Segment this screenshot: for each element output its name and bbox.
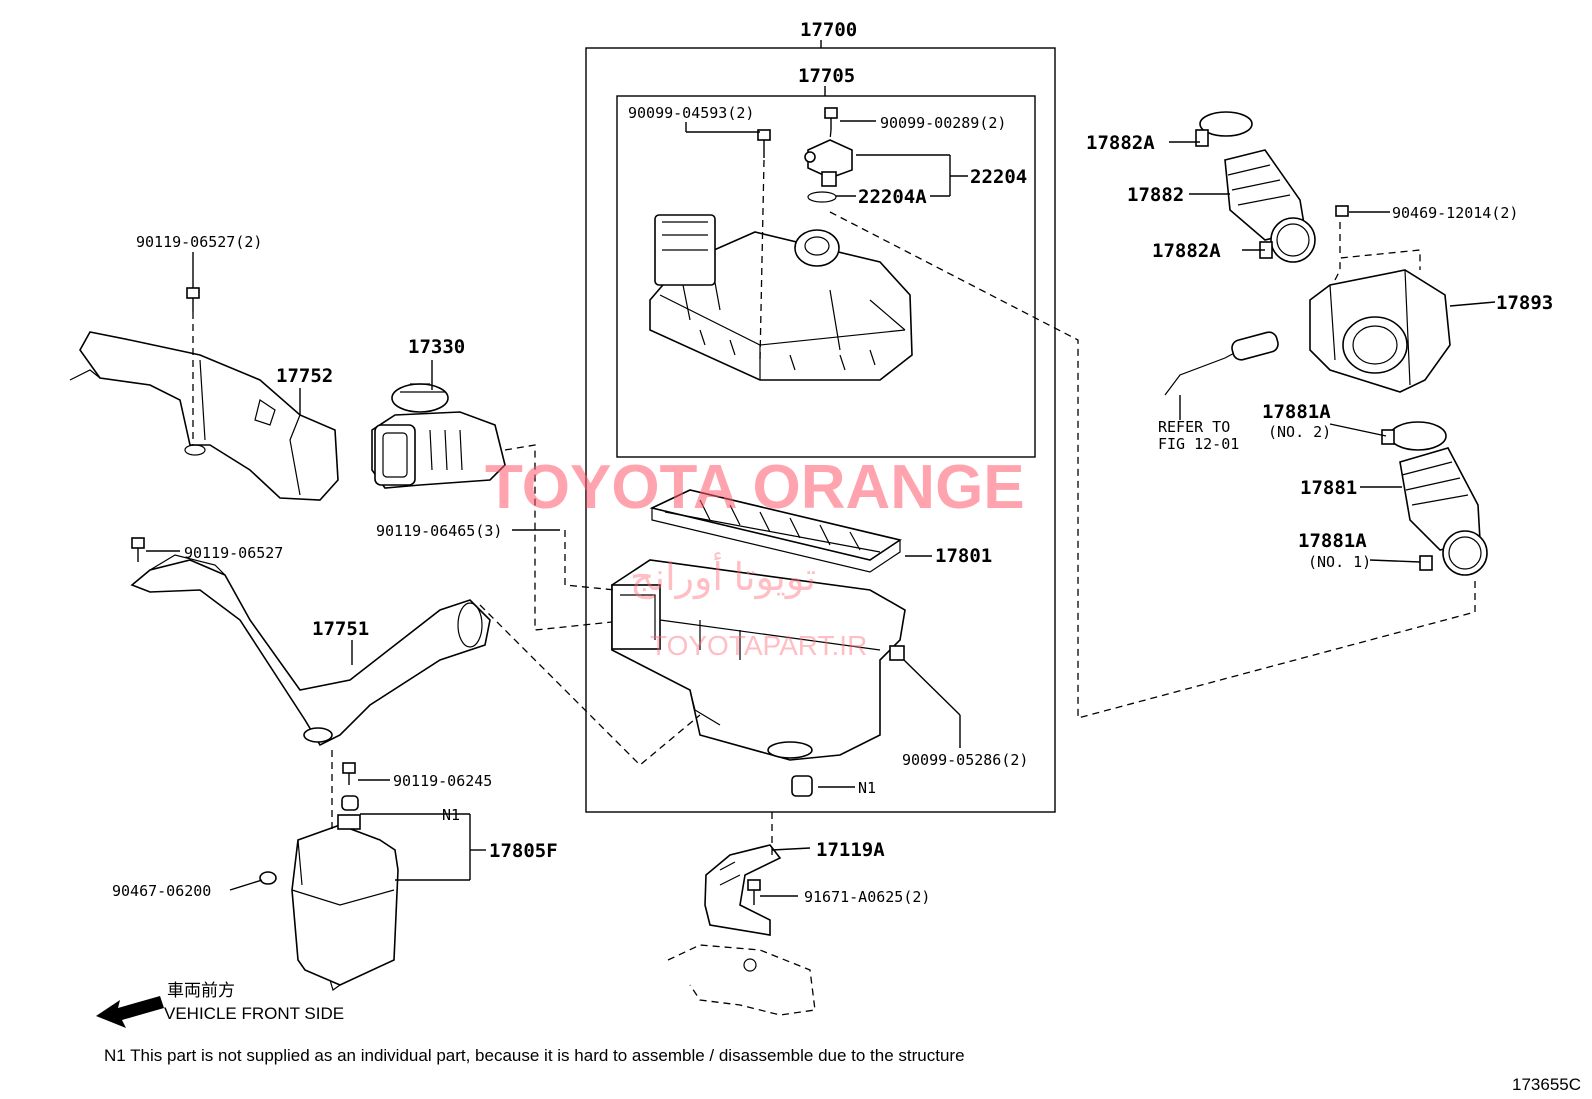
label-refer: REFER TO [1158, 418, 1230, 436]
label-17881A-bottom-note: (NO. 1) [1308, 553, 1371, 571]
screw-90099-04593 [757, 129, 771, 158]
label-90119-06527-2: 90119-06527(2) [136, 233, 262, 251]
duct-17752 [69, 331, 339, 501]
label-17330: 17330 [408, 336, 465, 358]
label-17882A-bottom: 17882A [1152, 240, 1221, 262]
clamp-17882A-bottom [1259, 217, 1316, 263]
body-panel-sketch [667, 944, 816, 1016]
bracket-17119A [704, 844, 782, 936]
watermark-main: TOYOTA ORANGE [485, 453, 1025, 522]
label-90119-06245: 90119-06245 [393, 772, 492, 790]
label-22204: 22204 [970, 166, 1027, 188]
label-90099-05286: 90099-05286(2) [902, 751, 1028, 769]
label-17805F: 17805F [489, 840, 558, 862]
label-17801: 17801 [935, 545, 992, 567]
label-91671-A0625: 91671-A0625(2) [804, 888, 930, 906]
air-cleaner-case [611, 559, 906, 761]
clamp-17881A-bottom [1419, 530, 1488, 576]
grommet-90099-05286 [889, 645, 905, 661]
air-cleaner-cap [649, 214, 913, 381]
label-90119-06527: 90119-06527 [184, 544, 283, 562]
clamp-17882A-top [1195, 111, 1253, 147]
duct-17751 [130, 554, 491, 747]
label-n1-resonator: N1 [442, 806, 460, 824]
label-17881A-bottom: 17881A [1298, 530, 1367, 552]
clip-90469-12014 [1335, 205, 1349, 217]
bolt-90119-06527 [131, 537, 145, 562]
watermark-arabic: تويوتا أورانج [630, 552, 816, 600]
watermark-site: TOYOTAPART.IR [650, 630, 867, 661]
label-17881A-top-note: (NO. 2) [1268, 423, 1331, 441]
hose-to-fig-12-01 [1164, 331, 1279, 396]
label-90119-06465: 90119-06465(3) [376, 522, 502, 540]
label-90469-12014: 90469-12014(2) [1392, 204, 1518, 222]
grommet-n1-case [791, 775, 813, 797]
subassembly-box-17705 [616, 95, 1036, 458]
label-17119A: 17119A [816, 839, 885, 861]
clip-90467-06200 [259, 871, 277, 885]
bolt-90119-06527-2 [186, 287, 200, 312]
screw-90099-00289 [824, 107, 838, 130]
label-refer-fig: FIG 12-01 [1158, 435, 1239, 453]
label-17882A-top: 17882A [1086, 132, 1155, 154]
leader-lines [146, 120, 1496, 897]
label-17751: 17751 [312, 618, 369, 640]
footnote-n1: N1 This part is not supplied as an indiv… [104, 1046, 965, 1065]
label-front-en: VEHICLE FRONT SIDE [164, 1004, 344, 1023]
label-17700: 17700 [800, 19, 857, 41]
vehicle-front-arrow-icon [96, 996, 164, 1028]
clamp-17881A-top [1381, 421, 1447, 451]
oring-22204A [807, 191, 837, 203]
label-17893: 17893 [1496, 292, 1553, 314]
label-front-jp: 車両前方 [167, 981, 235, 1000]
label-17752: 17752 [276, 365, 333, 387]
label-17881A-top: 17881A [1262, 401, 1331, 423]
label-17705: 17705 [798, 65, 855, 87]
bolt-91671-A0625 [747, 879, 761, 905]
label-17882: 17882 [1127, 184, 1184, 206]
resonator-17805F [291, 814, 399, 991]
figure-code: 173655C [1512, 1075, 1581, 1094]
label-n1-case: N1 [858, 779, 876, 797]
label-22204A: 22204A [858, 186, 927, 208]
bolt-90119-06245 [342, 762, 356, 785]
intake-resonator-17893 [1309, 269, 1451, 393]
label-90099-04593: 90099-04593(2) [628, 104, 754, 122]
air-filter-element [649, 489, 902, 573]
throttle-body-17330 [371, 383, 506, 489]
airflow-sensor-22204 [804, 139, 853, 187]
label-90467-06200: 90467-06200 [112, 882, 211, 900]
label-90099-00289: 90099-00289(2) [880, 114, 1006, 132]
label-17881: 17881 [1300, 477, 1357, 499]
grommet-n1-resonator [341, 795, 359, 811]
